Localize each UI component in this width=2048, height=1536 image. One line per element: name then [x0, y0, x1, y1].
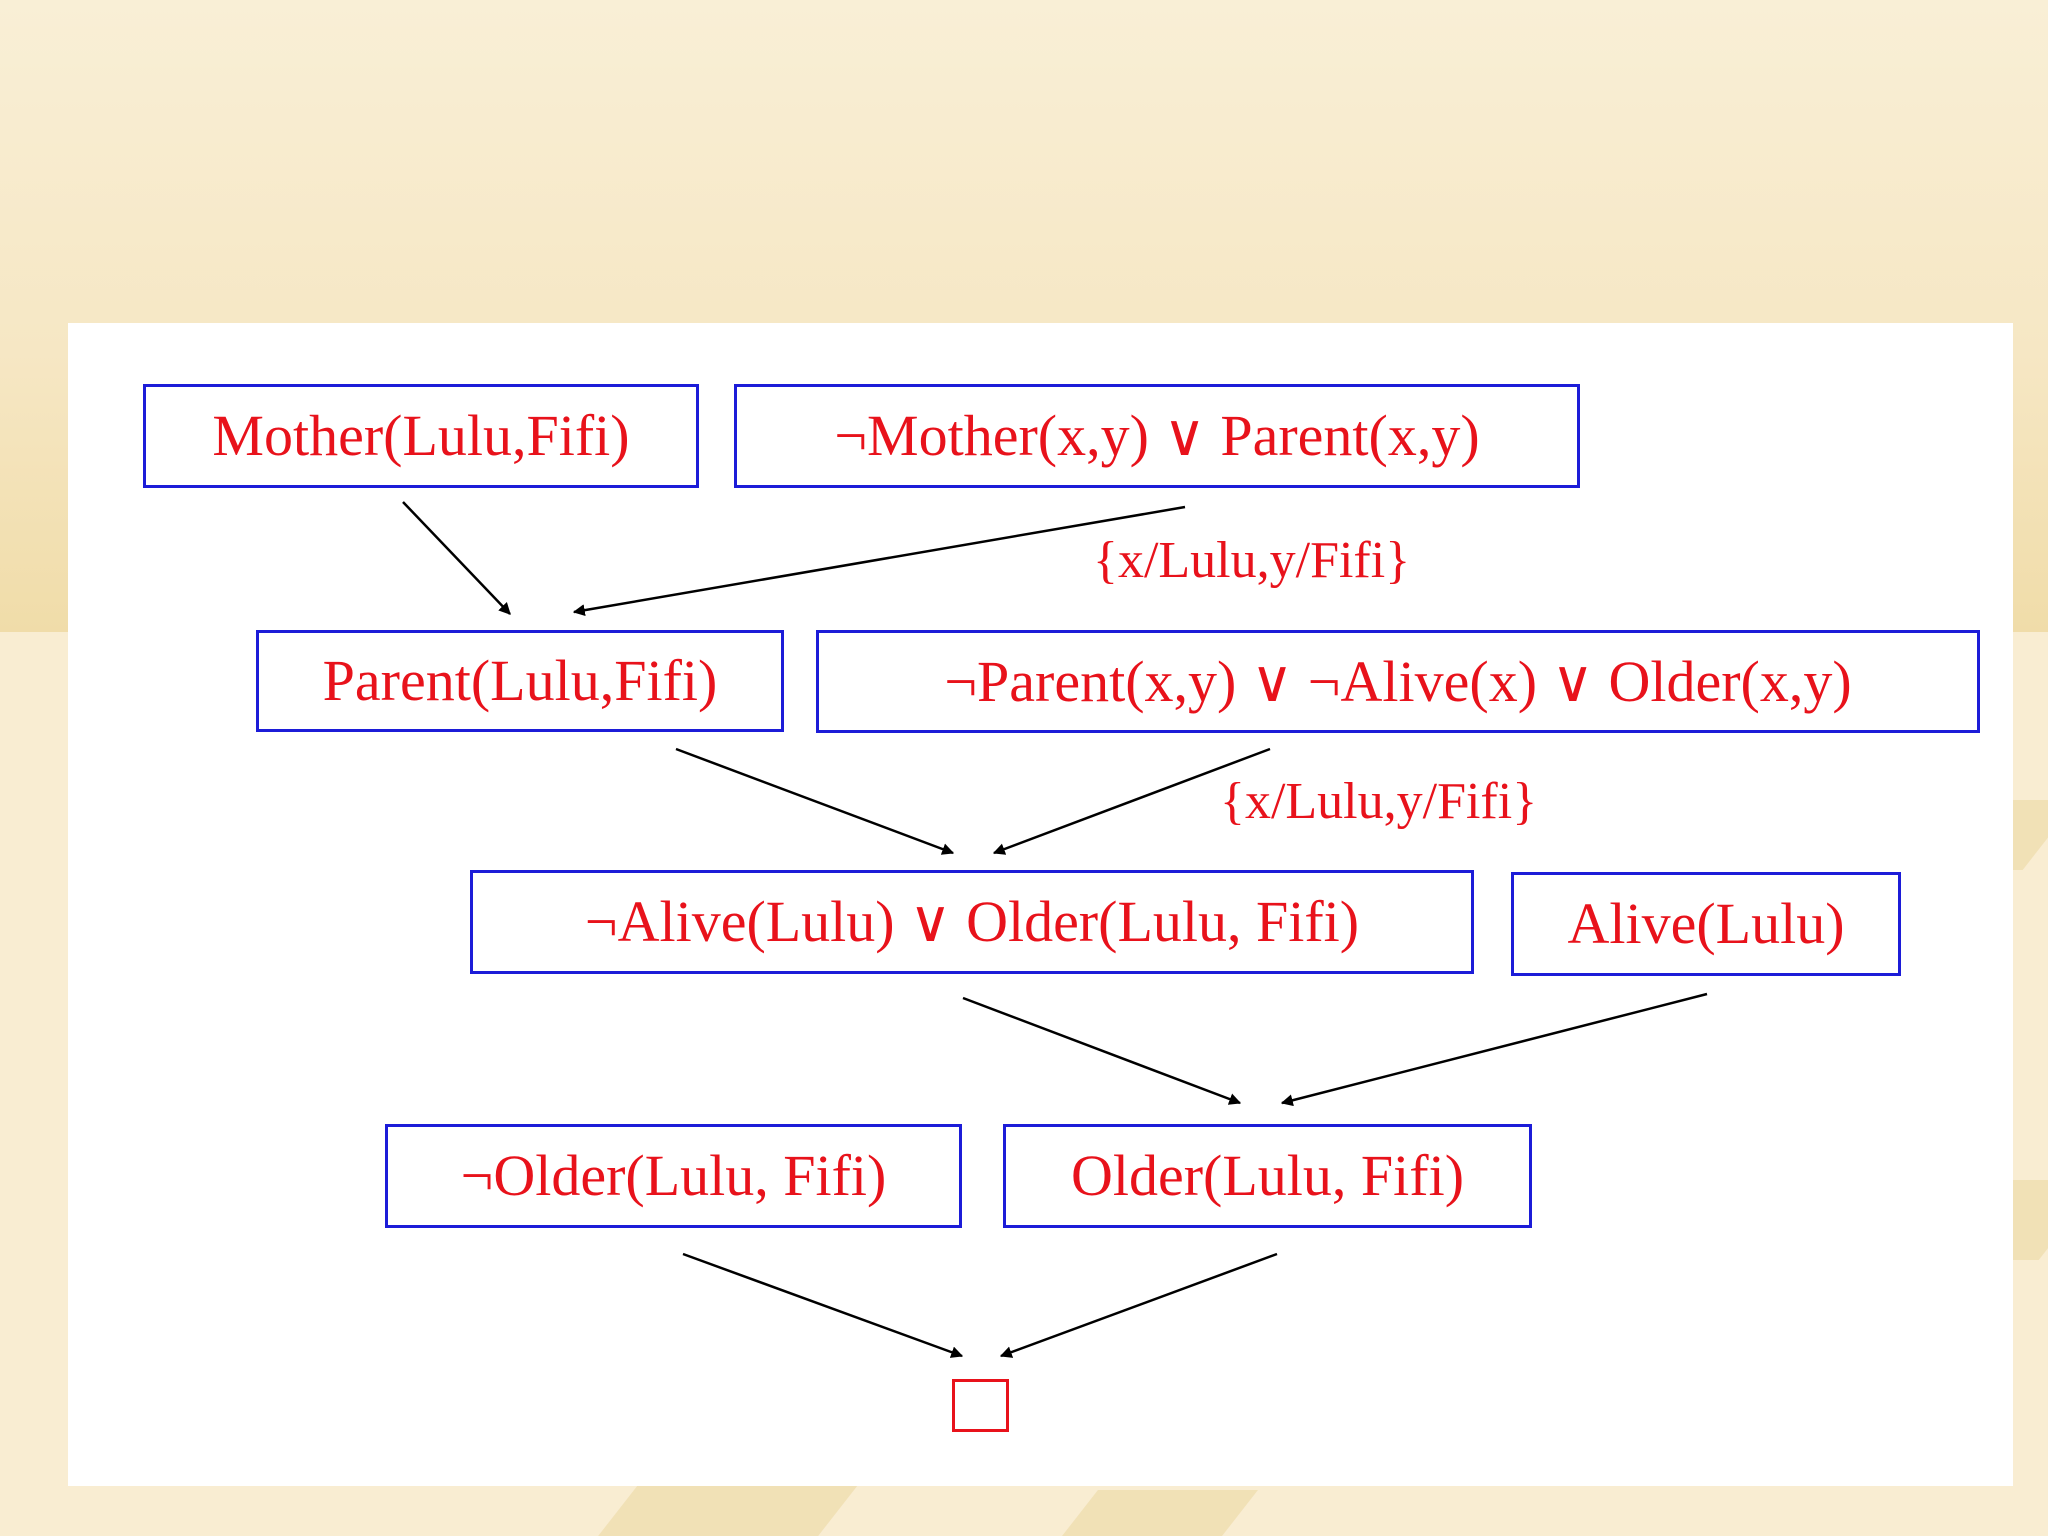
- clause-not-older: ¬Older(Lulu, Fifi): [385, 1124, 962, 1228]
- edge-rule-to-not-alive: [992, 747, 1271, 855]
- edge-mother-to-parent: [402, 501, 511, 615]
- clause-not-alive-or-older: ¬Alive(Lulu) ∨ Older(Lulu, Fifi): [470, 870, 1474, 974]
- clause-mother-lulu-fifi: Mother(Lulu,Fifi): [143, 384, 699, 488]
- edge-older-to-empty: [999, 1252, 1278, 1358]
- edge-parent-to-not-alive: [675, 747, 955, 855]
- edge-alive-to-older: [1280, 992, 1708, 1107]
- clause-alive-lulu: Alive(Lulu): [1511, 872, 1901, 976]
- clause-parent-lulu-fifi: Parent(Lulu,Fifi): [256, 630, 784, 732]
- clause-older: Older(Lulu, Fifi): [1003, 1124, 1532, 1228]
- substitution-label-second: {x/Lulu,y/Fifi}: [1220, 773, 1538, 830]
- edge-rule-to-parent: [572, 505, 1186, 617]
- empty-clause-box: [952, 1379, 1009, 1432]
- edge-not-older-to-empty: [682, 1252, 964, 1358]
- clause-not-mother-or-parent: ¬Mother(x,y) ∨ Parent(x,y): [734, 384, 1580, 488]
- substitution-label-first: {x/Lulu,y/Fifi}: [1093, 532, 1411, 589]
- edge-not-alive-to-older: [962, 996, 1242, 1105]
- clause-not-parent-not-alive-older: ¬Parent(x,y) ∨ ¬Alive(x) ∨ Older(x,y): [816, 630, 1980, 733]
